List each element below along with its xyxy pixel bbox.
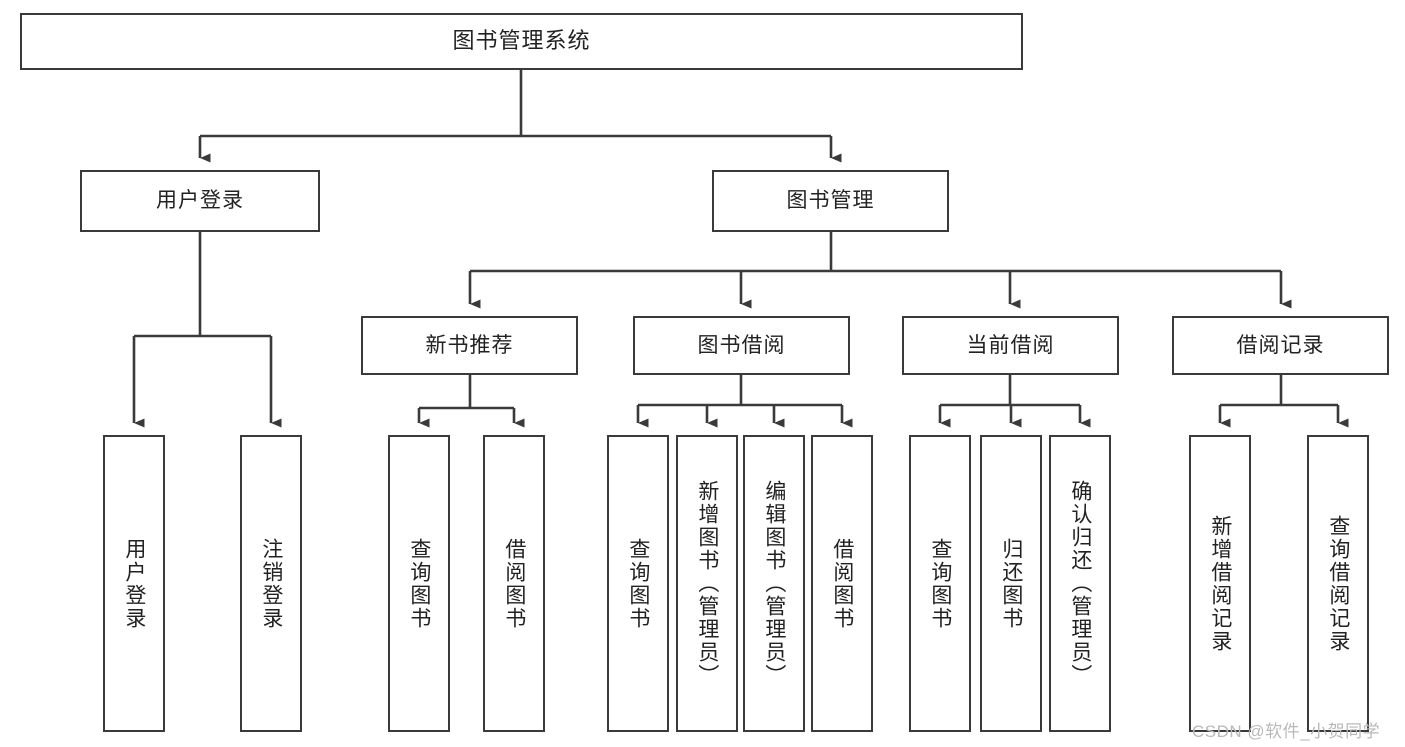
node-leaf-add-record-label: 新增借阅记录 xyxy=(1208,514,1232,653)
node-leaf-borrow-book-2[interactable]: 借阅图书 xyxy=(811,435,873,732)
node-leaf-query-book-1-label: 查询图书 xyxy=(407,537,431,630)
node-leaf-query-book-2-label: 查询图书 xyxy=(626,537,650,630)
node-leaf-user-login[interactable]: 用户登录 xyxy=(103,435,165,732)
watermark-text: CSDN @软件_小贺同学 xyxy=(1192,722,1381,741)
node-root[interactable]: 图书管理系统 xyxy=(20,13,1023,70)
node-leaf-query-book-1[interactable]: 查询图书 xyxy=(388,435,450,732)
node-root-label: 图书管理系统 xyxy=(452,28,591,54)
node-leaf-add-record[interactable]: 新增借阅记录 xyxy=(1189,435,1251,732)
node-leaf-query-book-2[interactable]: 查询图书 xyxy=(607,435,669,732)
node-current-borrow[interactable]: 当前借阅 xyxy=(902,316,1119,375)
node-leaf-add-book[interactable]: 新增图书（管理员） xyxy=(676,435,738,732)
node-borrow-record-label: 借阅记录 xyxy=(1236,333,1325,357)
node-leaf-borrow-book-2-label: 借阅图书 xyxy=(830,537,854,630)
node-leaf-confirm-return[interactable]: 确认归还（管理员） xyxy=(1049,435,1111,732)
node-leaf-query-book-3[interactable]: 查询图书 xyxy=(909,435,971,732)
node-leaf-return-book[interactable]: 归还图书 xyxy=(980,435,1042,732)
node-leaf-query-record[interactable]: 查询借阅记录 xyxy=(1307,435,1369,732)
node-leaf-confirm-return-label: 确认归还（管理员） xyxy=(1068,480,1092,687)
node-borrow-record[interactable]: 借阅记录 xyxy=(1172,316,1389,375)
node-leaf-user-login-label: 用户登录 xyxy=(122,537,146,630)
node-leaf-user-logout[interactable]: 注销登录 xyxy=(240,435,302,732)
node-user-login[interactable]: 用户登录 xyxy=(80,170,320,232)
node-leaf-user-logout-label: 注销登录 xyxy=(259,537,283,630)
node-book-borrow-label: 图书借阅 xyxy=(697,333,786,357)
node-book-manage-label: 图书管理 xyxy=(786,189,875,213)
node-leaf-query-record-label: 查询借阅记录 xyxy=(1326,514,1350,653)
node-leaf-edit-book-label: 编辑图书（管理员） xyxy=(762,480,786,687)
node-new-book-rec-label: 新书推荐 xyxy=(425,333,514,357)
node-leaf-return-book-label: 归还图书 xyxy=(999,537,1023,630)
node-leaf-borrow-book-1[interactable]: 借阅图书 xyxy=(483,435,545,732)
node-new-book-rec[interactable]: 新书推荐 xyxy=(361,316,578,375)
node-current-borrow-label: 当前借阅 xyxy=(966,333,1055,357)
node-leaf-query-book-3-label: 查询图书 xyxy=(928,537,952,630)
node-leaf-add-book-label: 新增图书（管理员） xyxy=(695,480,719,687)
node-book-borrow[interactable]: 图书借阅 xyxy=(633,316,850,375)
node-book-manage[interactable]: 图书管理 xyxy=(712,170,949,232)
node-leaf-edit-book[interactable]: 编辑图书（管理员） xyxy=(743,435,805,732)
node-user-login-label: 用户登录 xyxy=(156,189,244,213)
node-leaf-borrow-book-1-label: 借阅图书 xyxy=(502,537,526,630)
